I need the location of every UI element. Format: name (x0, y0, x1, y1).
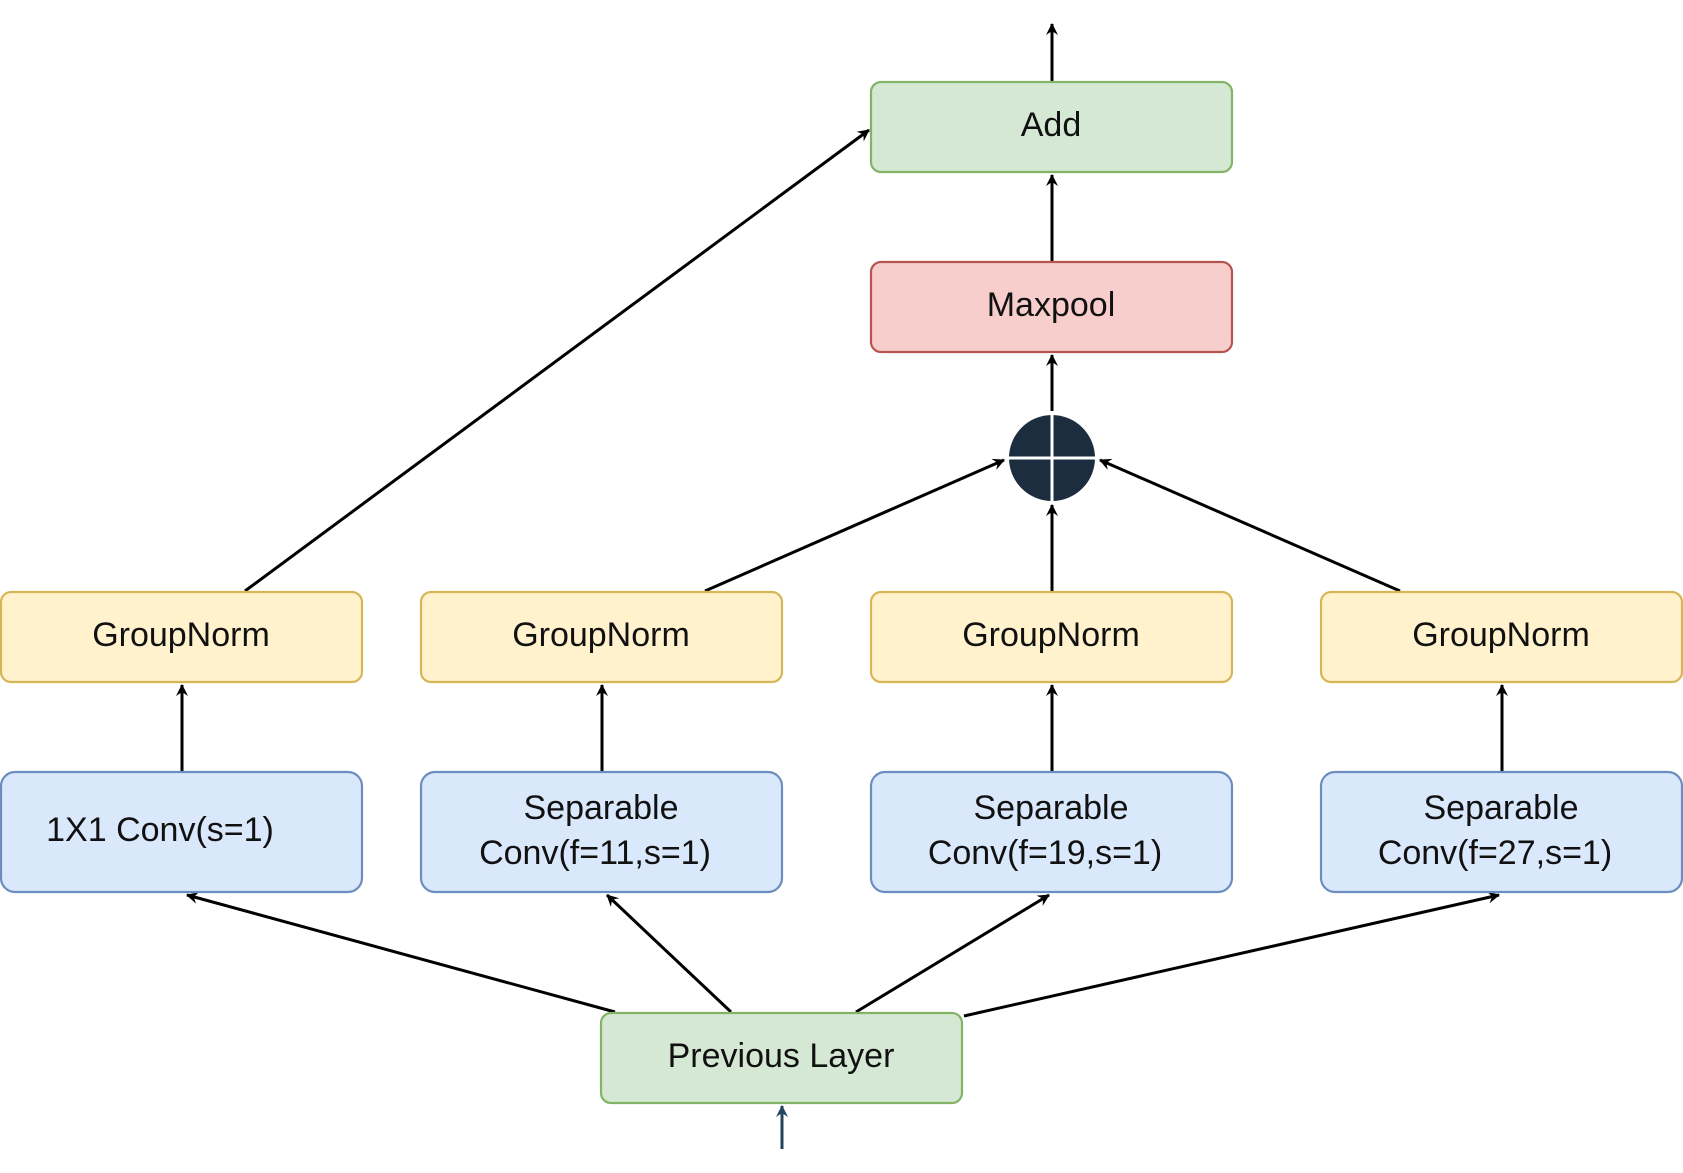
node-sep-conv-19-label-line-1: Separable (973, 789, 1128, 827)
node-add-box (869, 80, 1234, 174)
node-groupnorm-4-box (1319, 590, 1683, 684)
edge-previous-layer-to-sep-conv-27 (963, 891, 1500, 1018)
node-groupnorm-4: GroupNorm (1319, 590, 1683, 684)
node-sep-conv-27-box (1319, 770, 1683, 894)
edges (176, 23, 1508, 1149)
edge-groupnorm-2-to-sum-op (704, 458, 1005, 593)
node-previous-layer-box (599, 1011, 964, 1105)
edge-groupnorm-1-to-add (244, 128, 870, 593)
node-conv-1x1: 1X1 Conv(s=1) (0, 770, 364, 894)
node-maxpool-label: Maxpool (987, 286, 1116, 324)
edge-groupnorm-4-to-sum-op (1099, 458, 1401, 593)
node-sep-conv-11-box (419, 770, 784, 894)
node-groupnorm-3-label: GroupNorm (962, 616, 1140, 654)
edge-previous-layer-to-conv-1x1 (186, 892, 616, 1014)
edge-previous-layer-to-sep-conv-11 (605, 893, 733, 1014)
node-sep-conv-11-label-line-2: Conv(f=11,s=1) (479, 834, 711, 872)
node-sep-conv-19: Separable Conv(f=19,s=1) (869, 770, 1234, 894)
node-groupnorm-4-label: GroupNorm (1412, 616, 1590, 654)
edge-previous-layer-to-sep-conv-19 (855, 893, 1050, 1014)
node-sep-conv-19-label-line-2: Conv(f=19,s=1) (928, 834, 1162, 872)
node-groupnorm-2-box (419, 590, 784, 684)
node-sep-conv-27-label-line-1: Separable (1423, 789, 1578, 827)
node-groupnorm-2-label: GroupNorm (512, 616, 690, 654)
node-previous-layer: Previous Layer (599, 1011, 964, 1105)
node-sep-conv-11-label-line-1: Separable (523, 789, 678, 827)
node-sep-conv-19-box (869, 770, 1234, 894)
node-groupnorm-3-box (869, 590, 1234, 684)
node-sep-conv-27-label-line-2: Conv(f=27,s=1) (1378, 834, 1612, 872)
node-add-label: Add (1021, 106, 1082, 144)
node-conv-1x1-box (0, 770, 364, 894)
node-sep-conv-27: Separable Conv(f=27,s=1) (1319, 770, 1683, 894)
node-groupnorm-1-label: GroupNorm (92, 616, 270, 654)
node-groupnorm-3: GroupNorm (869, 590, 1234, 684)
node-previous-layer-label: Previous Layer (668, 1037, 895, 1075)
sum-operator-icon (1007, 413, 1097, 503)
node-maxpool: Maxpool (869, 260, 1234, 354)
node-conv-1x1-label: 1X1 Conv(s=1) (46, 811, 274, 849)
node-maxpool-box (869, 260, 1234, 354)
node-sep-conv-11: Separable Conv(f=11,s=1) (419, 770, 784, 894)
node-add: Add (869, 80, 1234, 174)
node-groupnorm-1-box (0, 590, 364, 684)
node-groupnorm-1: GroupNorm (0, 590, 364, 684)
node-groupnorm-2: GroupNorm (419, 590, 784, 684)
